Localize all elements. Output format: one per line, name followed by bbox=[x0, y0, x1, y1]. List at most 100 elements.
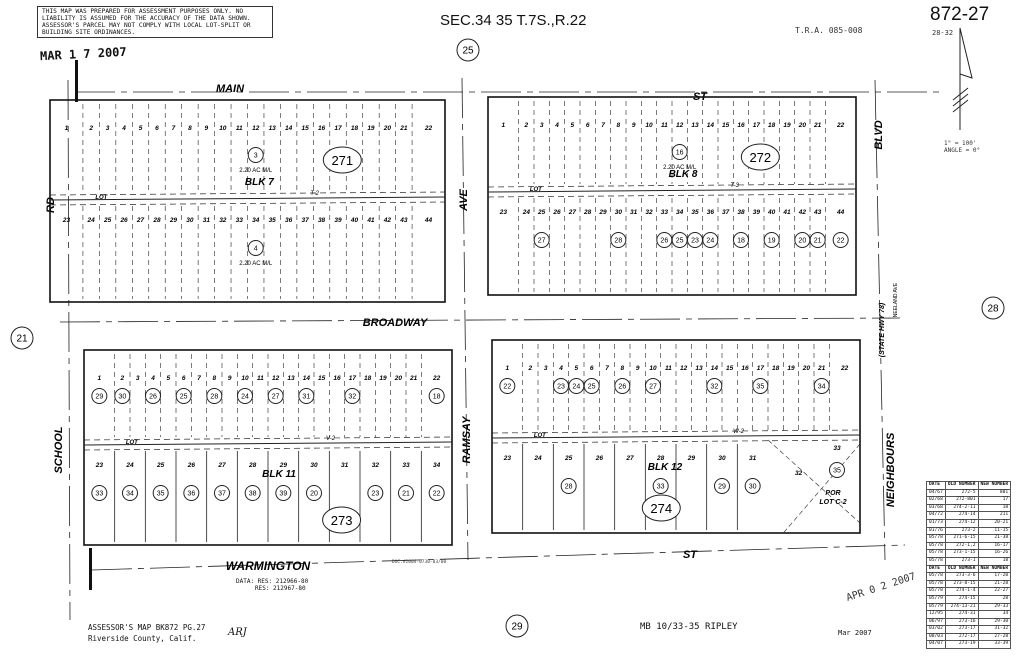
alley-edge bbox=[491, 429, 861, 434]
lot-number-37: 37 bbox=[722, 209, 730, 216]
parcel-number-25: 25 bbox=[588, 384, 596, 391]
lot-number-10: 10 bbox=[241, 375, 249, 382]
doc-reference: DOC.#2004-0730-03/00 bbox=[392, 560, 447, 565]
parcel-number-21: 21 bbox=[814, 238, 822, 245]
lot-number-23: 23 bbox=[499, 209, 508, 216]
lot-number-4: 4 bbox=[121, 125, 126, 132]
parcel-number-26: 26 bbox=[149, 394, 157, 401]
lot-number-33: 33 bbox=[661, 209, 669, 216]
parcel-number-33: 33 bbox=[657, 484, 665, 491]
ramsay-ave-centerline bbox=[461, 77, 469, 561]
lot-number-7: 7 bbox=[605, 365, 609, 372]
lot-number-2: 2 bbox=[88, 125, 93, 132]
lot-number-31: 31 bbox=[341, 462, 349, 469]
lot-number-17: 17 bbox=[757, 365, 765, 372]
lot-number-44: 44 bbox=[836, 209, 845, 216]
parcel-number-27-circle bbox=[645, 378, 661, 394]
lot-number-19: 19 bbox=[367, 125, 375, 132]
lot-number-32: 32 bbox=[645, 209, 653, 216]
lot-number-30: 30 bbox=[186, 217, 194, 224]
block-blk8 bbox=[487, 96, 857, 296]
lot-number-20: 20 bbox=[383, 125, 392, 132]
lot-number-17: 17 bbox=[334, 125, 342, 132]
book-page-number: 872-27 bbox=[930, 4, 990, 25]
parcel-number-25-circle bbox=[175, 388, 192, 404]
new-number-cell: 33-39 bbox=[977, 640, 1012, 650]
adjacent-page-28: 28 bbox=[987, 304, 999, 315]
lot-number-17: 17 bbox=[753, 122, 761, 129]
lot-number-19: 19 bbox=[783, 122, 791, 129]
lot-number-26: 26 bbox=[187, 462, 196, 469]
parcel-number-18: 18 bbox=[737, 238, 745, 245]
alley-edge bbox=[49, 201, 446, 206]
page-number-oval bbox=[322, 506, 362, 534]
lot-number-30: 30 bbox=[615, 209, 623, 216]
lot-number-11: 11 bbox=[257, 375, 264, 382]
lot-number-32: 32 bbox=[372, 462, 380, 469]
lot-number-32: 32 bbox=[219, 217, 227, 224]
lot-number-4: 4 bbox=[558, 365, 563, 372]
parcel-number-20-circle bbox=[306, 485, 322, 501]
alley-edge bbox=[83, 436, 453, 441]
lot-number-16: 16 bbox=[333, 375, 341, 382]
lot-number-2: 2 bbox=[120, 375, 125, 382]
parcel-number-4: 4 bbox=[254, 246, 258, 253]
footer-line-2: Riverside County, Calif. bbox=[88, 634, 197, 643]
parcel-number-37-circle bbox=[214, 485, 230, 501]
lot-number-8: 8 bbox=[188, 125, 192, 132]
lot-number-7: 7 bbox=[172, 125, 176, 132]
lot-number-3: 3 bbox=[540, 122, 544, 129]
lot-number-22: 22 bbox=[432, 375, 441, 382]
lot-number-27: 27 bbox=[568, 209, 577, 216]
parcel-number-16-circle bbox=[671, 144, 688, 160]
page-number-oval bbox=[740, 143, 780, 171]
lot-number-20: 20 bbox=[394, 375, 403, 382]
lot-number-13: 13 bbox=[287, 375, 295, 382]
parcel-number-24: 24 bbox=[572, 384, 580, 391]
parcel-number-27-circle bbox=[267, 388, 284, 404]
parcel-number-19: 19 bbox=[768, 238, 776, 245]
parcel-number-22: 22 bbox=[503, 384, 511, 391]
lot-number-21: 21 bbox=[813, 122, 822, 129]
parcel-number-16: 16 bbox=[676, 150, 684, 157]
adjacent-page-21: 21 bbox=[16, 334, 28, 345]
lot-number-13: 13 bbox=[691, 122, 699, 129]
lot-number-23: 23 bbox=[62, 217, 71, 224]
parcel-number-3-circle bbox=[247, 147, 264, 163]
por-lot-label: POR bbox=[825, 490, 840, 497]
book-page-sub: 28-32 bbox=[932, 29, 954, 37]
disclaimer-notice: THIS MAP WAS PREPARED FOR ASSESSMENT PUR… bbox=[37, 6, 273, 38]
lot-number-4: 4 bbox=[554, 122, 559, 129]
por-lot-label: LOT C-2 bbox=[819, 499, 846, 506]
lot-number-1: 1 bbox=[98, 375, 102, 382]
parcel-number-29: 29 bbox=[95, 394, 103, 401]
page-number-271: 271 bbox=[331, 153, 353, 168]
parcel-number-30-circle bbox=[744, 478, 761, 494]
initials-signature: ARJ bbox=[228, 627, 247, 638]
lot-number-41: 41 bbox=[366, 217, 375, 224]
parcel-number-37: 37 bbox=[218, 491, 226, 498]
lot-number-14: 14 bbox=[707, 122, 715, 129]
alley-line bbox=[491, 434, 861, 439]
lot-number-16: 16 bbox=[737, 122, 745, 129]
lot-number-31: 31 bbox=[630, 209, 638, 216]
lot-number-42: 42 bbox=[383, 217, 392, 224]
lot-number-21: 21 bbox=[399, 125, 408, 132]
parcel-number-29-circle bbox=[91, 388, 108, 404]
parcel-number-32-circle bbox=[344, 388, 361, 404]
adjacent-page-25-circle bbox=[456, 38, 480, 62]
parcel-number-26-circle bbox=[145, 388, 161, 404]
parcel-number-21-circle bbox=[809, 232, 826, 248]
parcel-number-32: 32 bbox=[710, 384, 718, 391]
lot-number-3: 3 bbox=[136, 375, 140, 382]
parcel-number-20: 20 bbox=[310, 491, 318, 498]
parcel-number-21-circle bbox=[398, 485, 414, 501]
parcel-number-32: 32 bbox=[348, 394, 356, 401]
lot-number-29: 29 bbox=[598, 209, 607, 216]
map-edge-mark bbox=[89, 548, 92, 590]
lot-number-5: 5 bbox=[575, 365, 579, 372]
street-state-hwy: (STATE HWY 78) bbox=[879, 302, 886, 357]
lot-number-1: 1 bbox=[502, 122, 506, 129]
